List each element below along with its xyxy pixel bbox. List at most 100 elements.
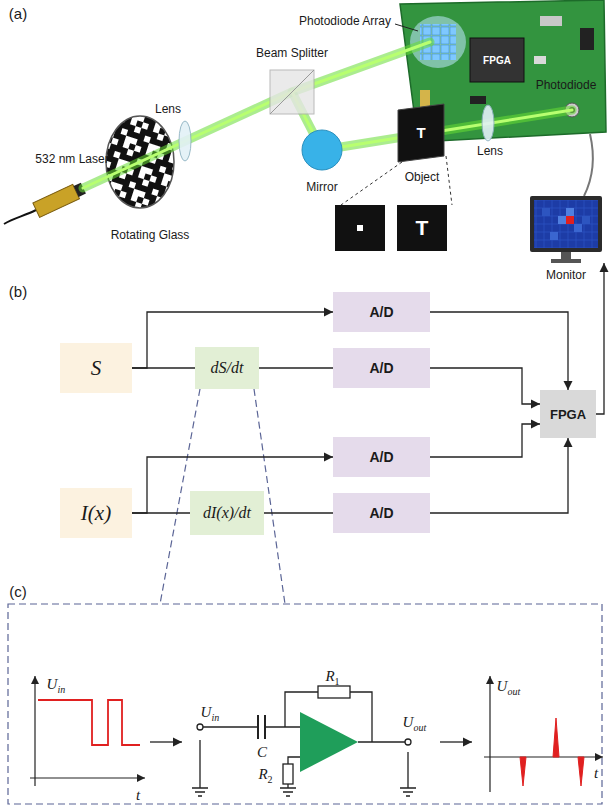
object-inset xyxy=(397,205,447,251)
part-label: 532 nm Laser xyxy=(35,153,108,166)
object-letter: T xyxy=(416,125,425,142)
axis xyxy=(484,756,603,757)
part-label: Lens xyxy=(155,103,181,116)
resistor-symbol xyxy=(318,686,350,698)
lens xyxy=(179,121,191,161)
dot-object xyxy=(357,225,363,231)
splitter-diagonal xyxy=(270,70,314,114)
part-label: Lens xyxy=(477,145,503,158)
derivative-box: dS/dt xyxy=(195,347,259,389)
beam xyxy=(83,42,430,188)
adc-box: A/D xyxy=(333,437,430,477)
node-text: A/D xyxy=(369,360,393,376)
chip-label: FPGA xyxy=(483,55,511,66)
ground-symbol xyxy=(192,740,208,796)
wire xyxy=(280,757,300,796)
capacitor-symbol xyxy=(258,715,265,739)
signal-name: U xyxy=(201,704,212,721)
laser xyxy=(33,181,87,217)
heat-cell xyxy=(542,208,550,216)
part-label: Beam Splitter xyxy=(256,47,328,60)
leader-line xyxy=(341,162,402,205)
opamp-symbol xyxy=(300,712,358,772)
part-label: Photodiode Array xyxy=(299,15,391,28)
derivative-box: dI(x)/dt xyxy=(190,491,264,535)
panel-label: (c) xyxy=(9,584,27,601)
heat-cell xyxy=(558,216,566,224)
monitor-frame xyxy=(530,196,602,252)
output-arrow xyxy=(596,263,604,414)
detail-frame xyxy=(8,604,602,804)
monitor-stand xyxy=(561,252,571,259)
mirror xyxy=(302,130,342,170)
spike-wave xyxy=(520,718,584,786)
signal-connector xyxy=(430,424,540,457)
fpga-chip xyxy=(470,38,524,82)
axis xyxy=(30,777,145,778)
laser-cable xyxy=(4,210,36,224)
object-inset xyxy=(335,205,385,251)
heat-cell xyxy=(582,216,590,224)
node-text: A/D xyxy=(369,449,393,465)
heat-cell xyxy=(550,232,558,240)
heat-cell xyxy=(574,224,582,232)
flow-arrow xyxy=(440,741,472,742)
leader-line xyxy=(395,24,418,31)
resistor-symbol xyxy=(283,764,293,784)
cable xyxy=(584,134,593,196)
beam-splitter xyxy=(270,70,314,114)
signal-connector xyxy=(430,368,540,404)
part-label: Photodiode xyxy=(536,79,597,92)
node-text: dS/dt xyxy=(211,359,244,377)
laser-body xyxy=(33,184,80,217)
ground-symbol xyxy=(400,752,416,796)
signal-name: U xyxy=(47,676,58,693)
component-label: R xyxy=(258,766,267,783)
wire xyxy=(265,726,300,727)
part-label: Object xyxy=(405,171,440,184)
node-text: A/D xyxy=(369,505,393,521)
signal-subscript: out xyxy=(413,722,426,733)
wire xyxy=(203,726,258,727)
part-label: Rotating Glass xyxy=(111,229,190,242)
signal-subscript: out xyxy=(507,686,520,697)
axis xyxy=(34,676,35,786)
component-label: R xyxy=(325,668,334,685)
square-wave xyxy=(38,700,140,745)
terminal xyxy=(405,739,411,745)
board-component xyxy=(540,16,562,26)
axis-label: t xyxy=(594,765,598,782)
adc-box: A/D xyxy=(333,348,430,388)
signal-name: U xyxy=(403,714,414,731)
component-label: C xyxy=(257,744,267,761)
signal-subscript: in xyxy=(211,712,219,723)
board-component xyxy=(580,28,594,50)
monitor-stand xyxy=(551,259,581,263)
signal-box: S xyxy=(60,343,132,393)
leader-line xyxy=(446,156,452,205)
wire xyxy=(358,741,405,742)
node-text: FPGA xyxy=(550,407,586,422)
axis xyxy=(489,676,490,792)
object-mask xyxy=(398,104,444,162)
board-component xyxy=(470,96,486,104)
part-label: Monitor xyxy=(546,269,586,282)
board-component xyxy=(534,56,546,64)
axis-label: t xyxy=(136,787,140,804)
node-text: dI(x)/dt xyxy=(203,504,251,522)
heat-cell-peak xyxy=(566,216,574,224)
signal-connector xyxy=(430,438,568,513)
heat-cell xyxy=(566,208,574,216)
terminal xyxy=(197,724,203,730)
signal-name: U xyxy=(497,678,508,695)
node-text: I(x) xyxy=(81,501,111,526)
fpga-box: FPGA xyxy=(540,390,596,438)
adc-box: A/D xyxy=(333,493,430,533)
differentiator-circuit xyxy=(192,686,416,796)
signal-connector xyxy=(259,367,333,368)
component-subscript: 1 xyxy=(335,676,340,687)
part-label: Mirror xyxy=(306,181,337,194)
signal-subscript: in xyxy=(57,684,65,695)
component-subscript: 2 xyxy=(268,774,273,785)
